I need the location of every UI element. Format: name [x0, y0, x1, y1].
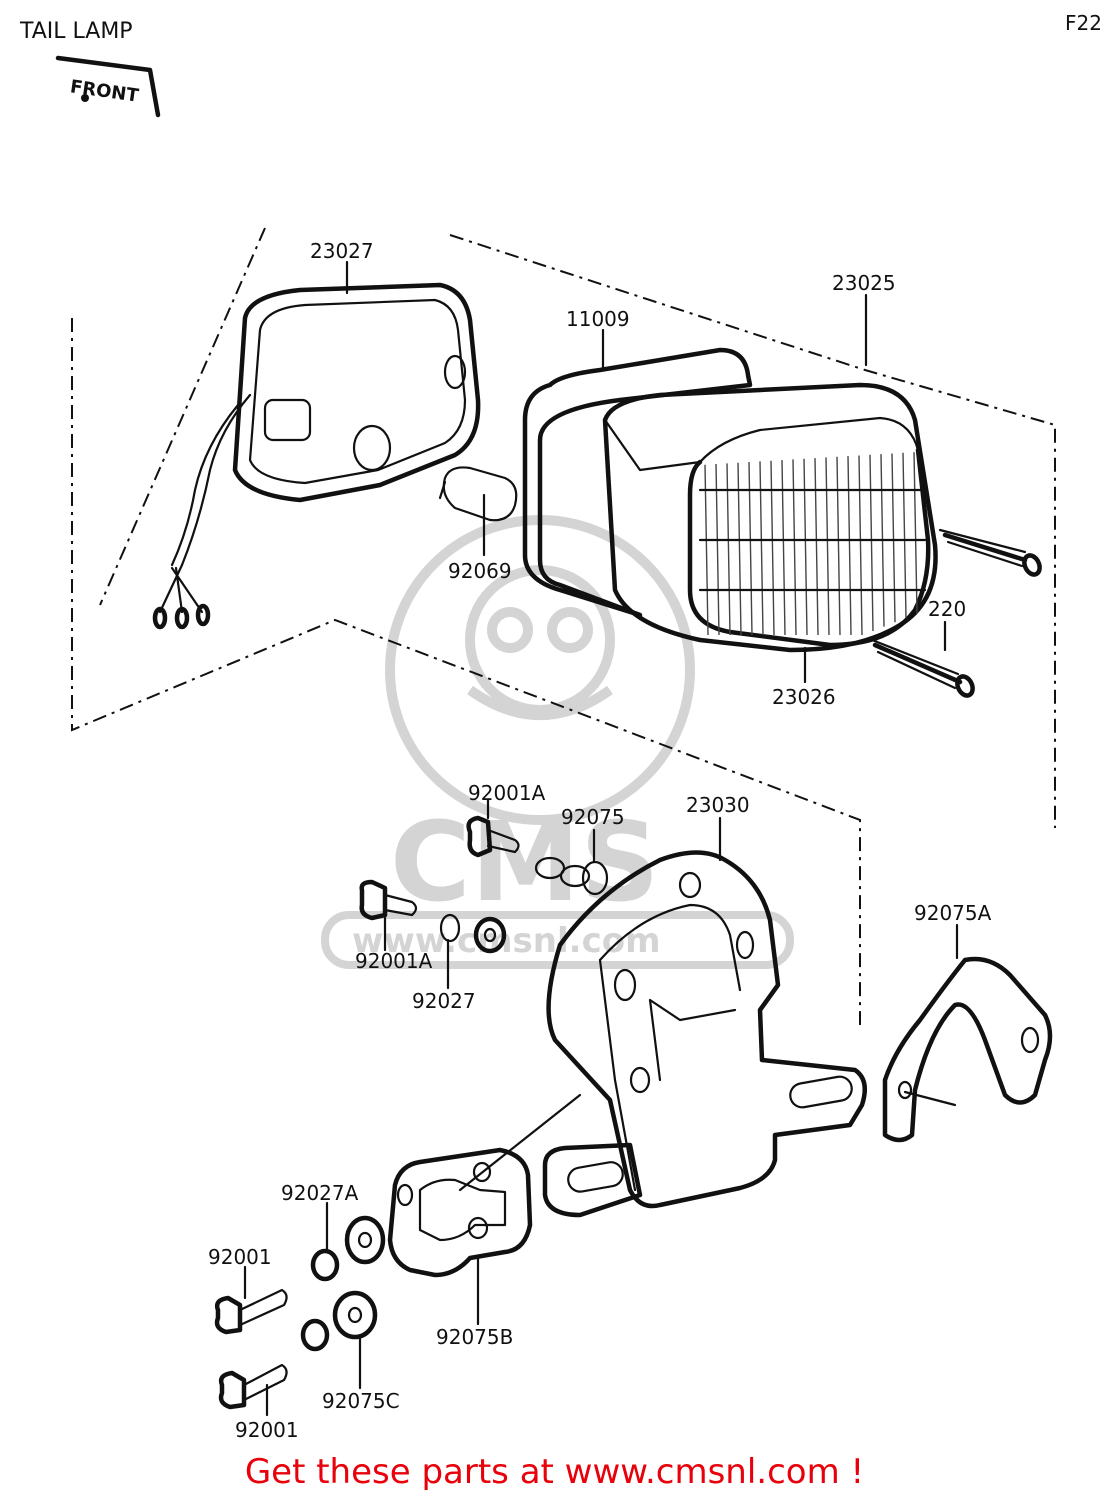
- callout-92075C: 92075C: [322, 1389, 400, 1413]
- lamp-lens: [602, 382, 938, 653]
- callout-92075B: 92075B: [436, 1325, 513, 1349]
- bolt-upper: [466, 815, 520, 858]
- front-marker: FRONT: [55, 55, 161, 118]
- callout-92075: 92075: [561, 805, 625, 829]
- spacer-92075C: [300, 1290, 378, 1352]
- callout-labels: 23027 11009 23025 92069 220 23026 92001A…: [208, 239, 992, 1442]
- plate-92075B: [387, 1147, 533, 1278]
- callout-23027: 23027: [310, 239, 374, 263]
- callout-11009: 11009: [566, 307, 630, 331]
- bolt-92001-lower: [218, 1363, 288, 1410]
- callout-92001-lower: 92001: [235, 1418, 299, 1442]
- callout-23025: 23025: [832, 271, 896, 295]
- callout-92069: 92069: [448, 559, 512, 583]
- callout-92001-upper: 92001: [208, 1245, 272, 1269]
- leader-lines: [243, 260, 959, 1417]
- front-marker-text: FRONT: [69, 76, 141, 106]
- nut-92027A: [310, 1215, 386, 1282]
- lamp-gasket: [522, 347, 753, 618]
- cms-watermark: CMS www.cmsnl.com: [321, 515, 794, 969]
- callout-23030: 23030: [686, 793, 750, 817]
- corner-code: F22: [1065, 11, 1102, 35]
- callout-23026: 23026: [772, 685, 836, 709]
- assembly-boundary: [71, 227, 1056, 1025]
- callout-92027: 92027: [412, 989, 476, 1013]
- bracket-main: [458, 850, 868, 1218]
- rubber-92075A: [882, 956, 1053, 1143]
- footer-link-text[interactable]: Get these parts at www.cmsnl.com !: [244, 1452, 865, 1492]
- diagram-title: TAIL LAMP: [19, 19, 133, 44]
- callout-92027A: 92027A: [281, 1181, 359, 1205]
- lamp-case: [152, 282, 481, 630]
- callout-92001A-upper: 92001A: [468, 781, 546, 805]
- watermark-brand: CMS: [390, 798, 659, 926]
- bolt-92001-upper: [214, 1288, 288, 1335]
- callout-92075A: 92075A: [914, 901, 992, 925]
- lens-screws: [870, 528, 1042, 698]
- watermark-site: www.cmsnl.com: [352, 921, 661, 961]
- bolt-middle: [359, 879, 418, 921]
- bulb: [438, 466, 518, 522]
- washer-92027: [439, 913, 507, 954]
- callout-220: 220: [928, 597, 966, 621]
- callout-92001A-middle: 92001A: [355, 949, 433, 973]
